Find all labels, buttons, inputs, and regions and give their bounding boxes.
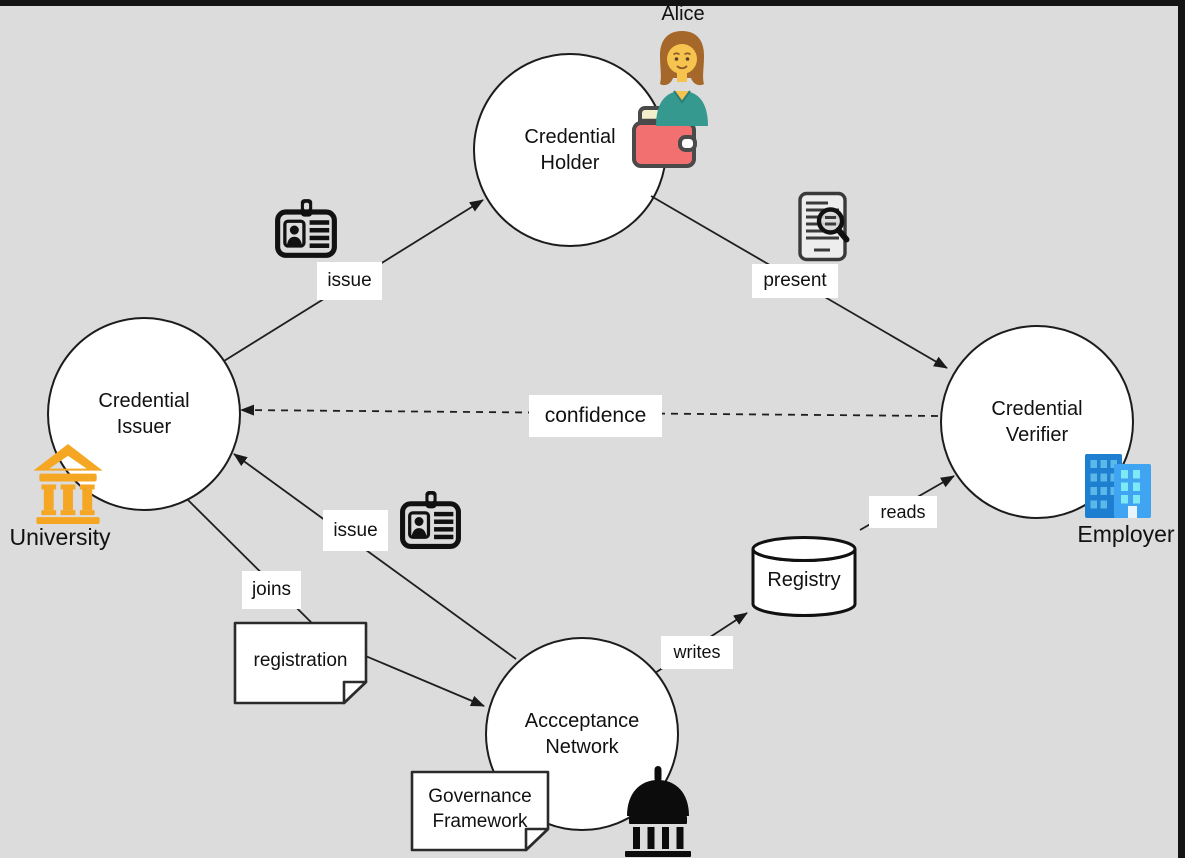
registry-cylinder (749, 534, 859, 619)
id-badge-icon (398, 488, 463, 553)
governance-framework-document (410, 770, 550, 852)
office-building-icon (1083, 449, 1153, 523)
screen-bezel-top (0, 0, 1185, 6)
edge-label-present: present (752, 264, 838, 298)
actor-name-alice: Alice (661, 3, 705, 25)
edge-label-writes: writes (661, 636, 733, 669)
registration-label: registration (253, 650, 348, 672)
woman-icon (651, 28, 713, 130)
document-search-icon (797, 191, 851, 263)
edge-label-issue-bottom: issue (323, 510, 388, 551)
edge-label-issue-top: issue (317, 262, 382, 300)
edge-label-confidence: confidence (529, 395, 662, 437)
node-acceptance-network: Accceptance Network (485, 637, 679, 831)
registry-label: Registry (767, 568, 841, 591)
actor-name-university: University (9, 524, 111, 550)
classical-building-icon (30, 443, 106, 524)
actor-name-employer: Employer (1077, 521, 1175, 547)
edge-label-joins: joins (242, 571, 301, 609)
edge-label-reads: reads (869, 496, 937, 528)
capitol-dome-icon (620, 765, 696, 857)
screen-bezel-right (1178, 0, 1185, 858)
id-badge-icon (273, 196, 339, 262)
governance-framework-label: Governance Framework (428, 785, 532, 832)
